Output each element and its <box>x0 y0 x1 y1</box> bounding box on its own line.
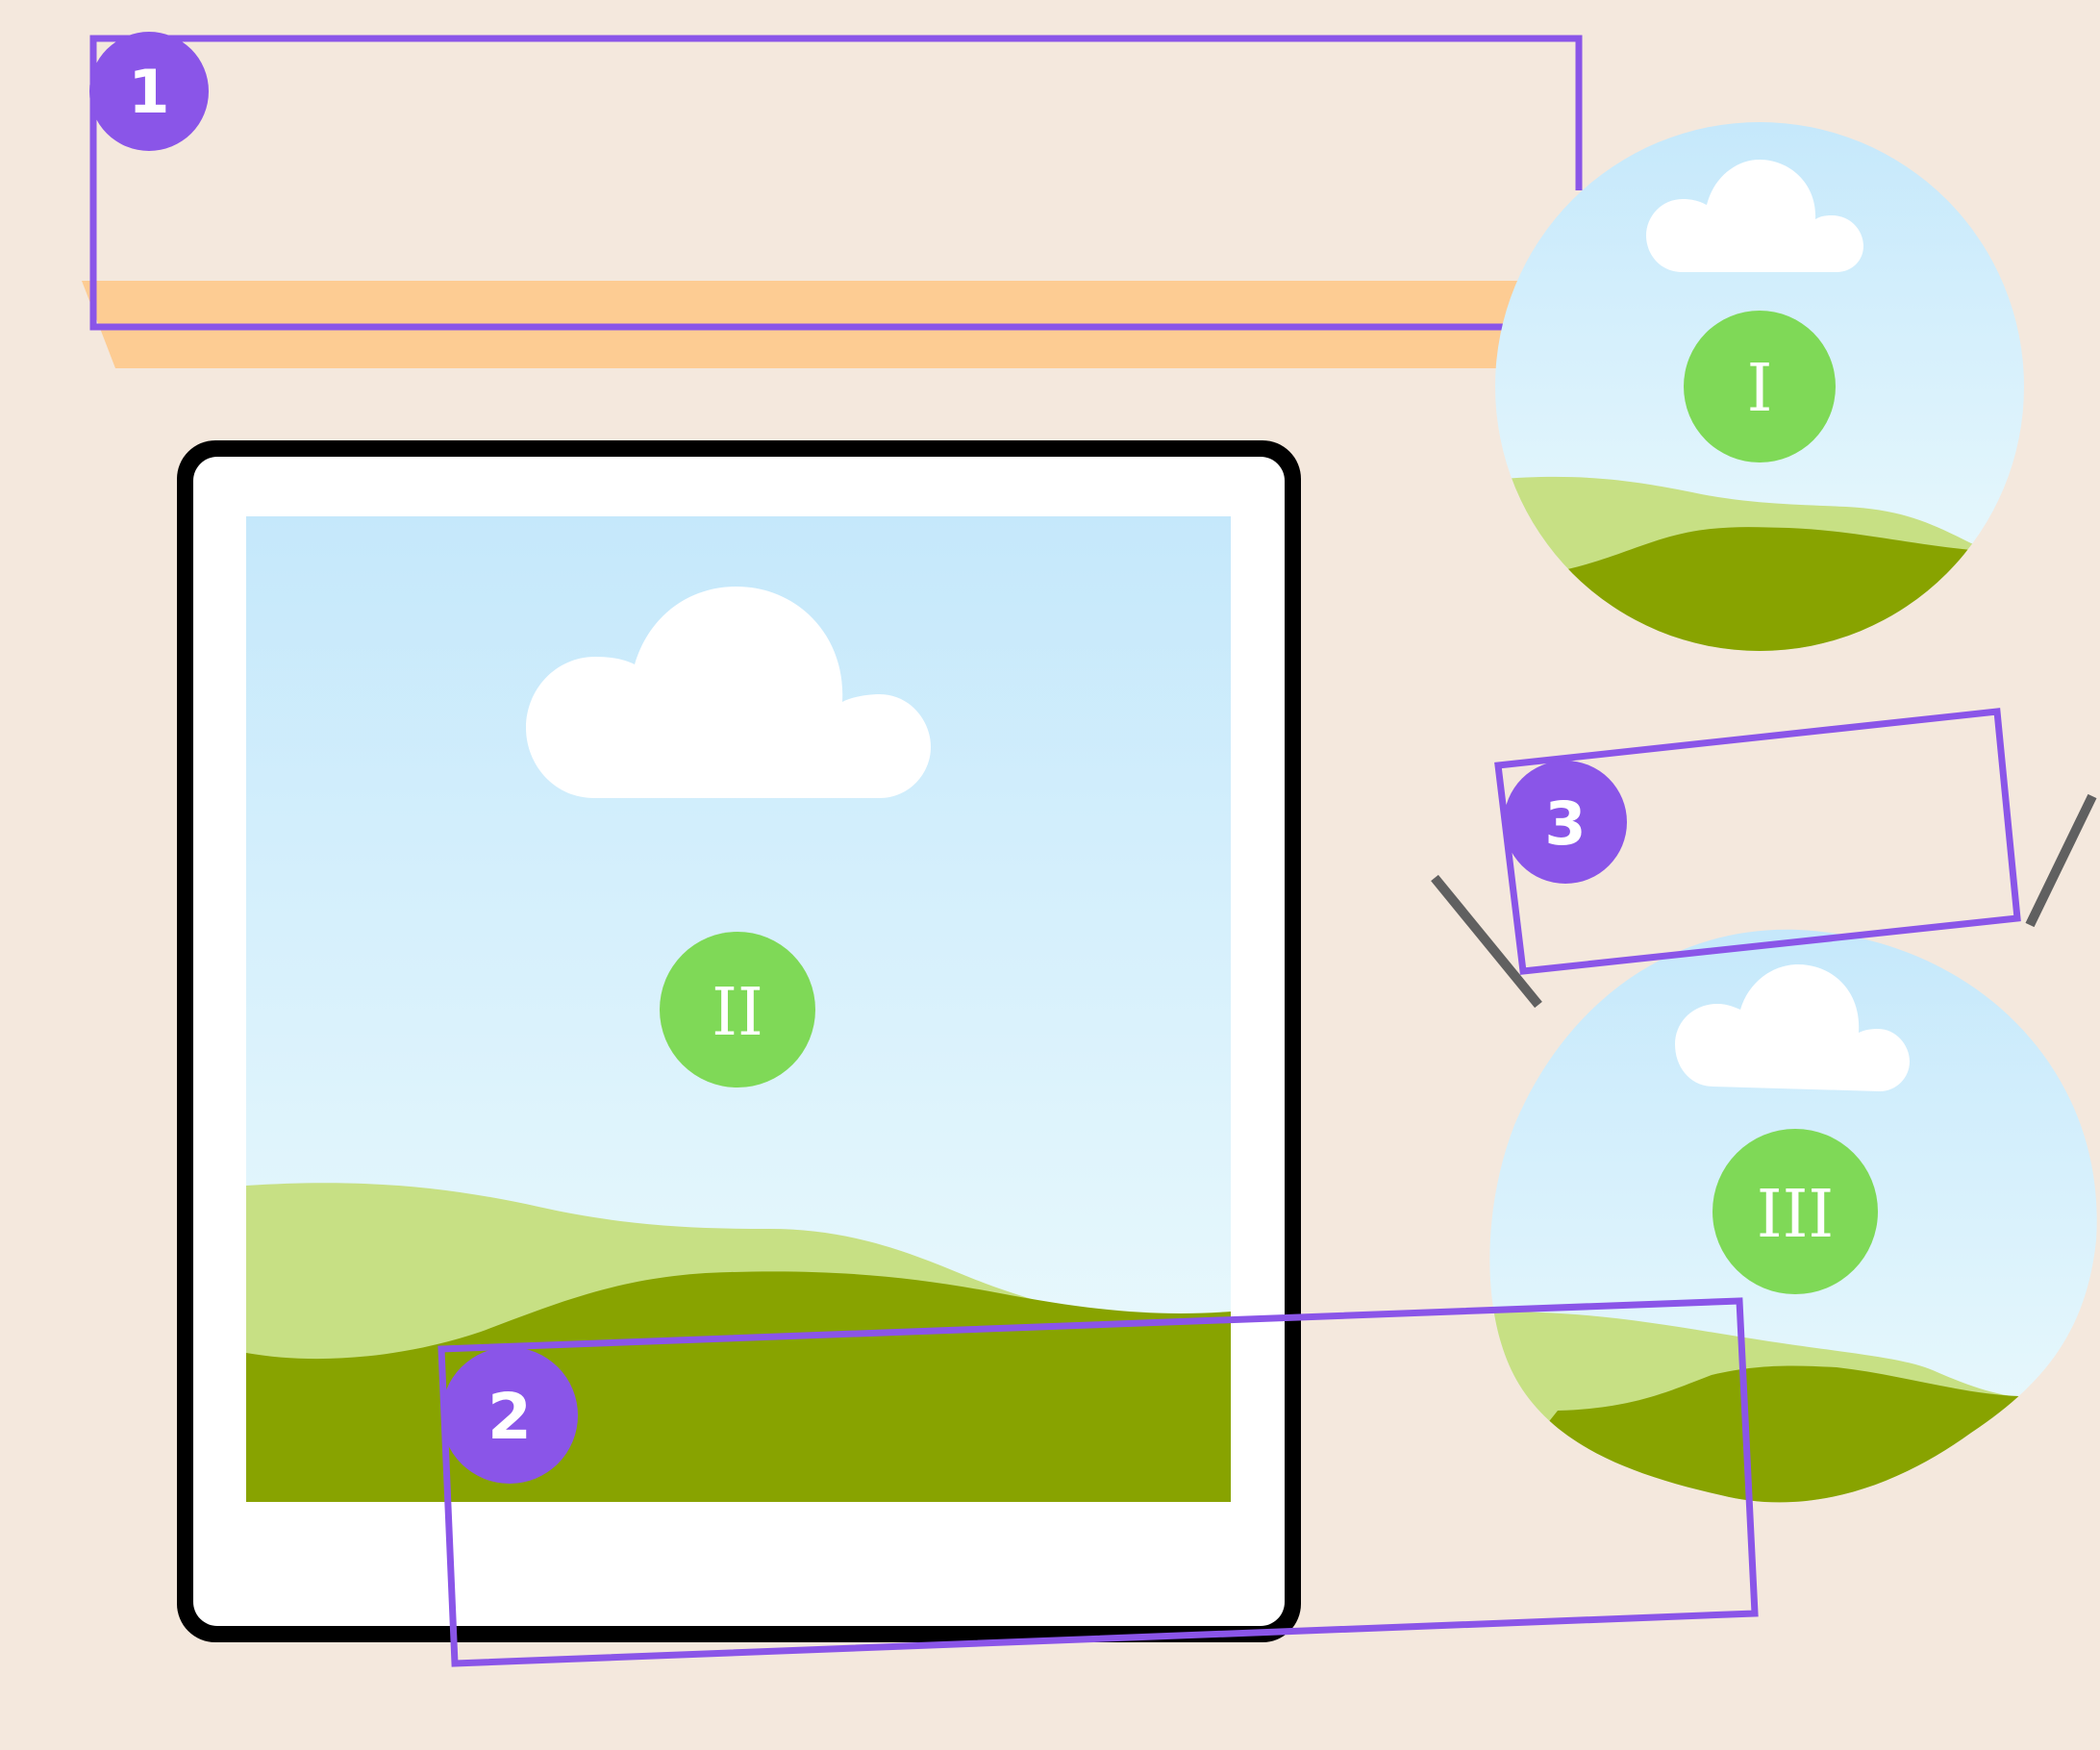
callout-3-badge-circle <box>1504 761 1627 884</box>
callout-1-number: 1 <box>128 57 169 127</box>
callout-2-box[interactable] <box>438 1297 1759 1667</box>
image-3-numeral: III <box>1757 1177 1835 1253</box>
rotate-handle-right[interactable] <box>2025 793 2097 928</box>
image-1[interactable]: I <box>1481 115 2048 673</box>
callout-3-badge[interactable]: 3 <box>1504 761 1627 884</box>
callout-1[interactable] <box>89 35 1583 331</box>
callout-2-badge[interactable]: 2 <box>441 1347 578 1484</box>
rotate-handle-left[interactable] <box>1431 874 1542 1009</box>
image-2-numeral: II <box>712 975 763 1051</box>
image-3[interactable]: III <box>1471 923 2100 1519</box>
image-2[interactable]: II <box>177 440 1301 1642</box>
callout-3[interactable] <box>1494 708 2021 975</box>
callout-2-badge-circle <box>441 1347 578 1484</box>
image-2-medallion <box>660 932 815 1088</box>
callout-2[interactable] <box>438 1297 1759 1667</box>
image-3-medallion <box>1712 1129 1878 1294</box>
callout-1-badge[interactable]: 1 <box>89 32 209 151</box>
callout-2-number: 2 <box>488 1380 532 1454</box>
image-1-medallion <box>1684 311 1836 462</box>
image-2-cloud <box>526 587 931 798</box>
callout-1-badge-circle <box>89 32 209 151</box>
callout-3-number: 3 <box>1544 788 1586 859</box>
callout-3-box[interactable] <box>1494 708 2021 975</box>
image-1-numeral: I <box>1747 351 1773 427</box>
image-1-cloud <box>1646 160 1863 272</box>
image-3-cloud <box>1675 964 1910 1091</box>
callout-1-box[interactable] <box>89 35 1583 331</box>
